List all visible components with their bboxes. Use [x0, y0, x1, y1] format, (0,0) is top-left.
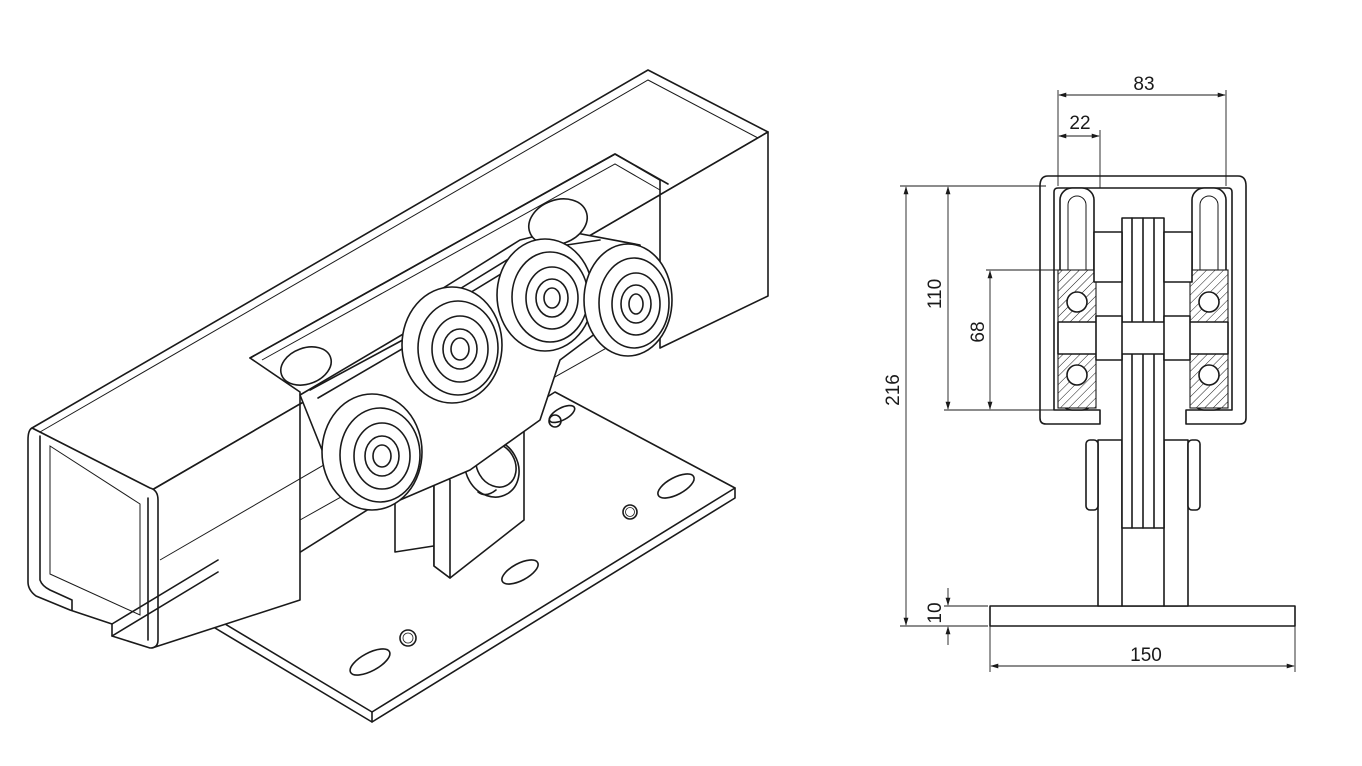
dim-wheel-axis: 68: [968, 321, 989, 342]
section-base-plate: [989, 605, 1296, 627]
plate-slot: [501, 559, 539, 585]
section-rail: [1039, 175, 1247, 425]
wheel: [401, 286, 503, 404]
dim-width-total: 83: [1133, 74, 1154, 95]
threaded-hole: [622, 504, 638, 520]
dim-rail-height: 110: [925, 279, 946, 309]
axle: [1057, 321, 1229, 355]
dim-plate-thickness: 10: [925, 602, 946, 623]
plate-slot: [657, 473, 695, 499]
isometric-view: [27, 69, 769, 723]
dim-plate-width: 150: [1130, 645, 1162, 666]
wheel: [496, 238, 594, 352]
section-view: 83 22 216 110 68 10 150: [883, 74, 1296, 672]
wheel: [321, 393, 423, 511]
plate-slot: [349, 648, 391, 676]
dim-height-total: 216: [883, 374, 904, 406]
threaded-hole: [399, 629, 417, 647]
dim-rail-wall: 22: [1069, 113, 1090, 134]
wheel: [583, 243, 673, 357]
rear-wheels: [280, 198, 588, 386]
